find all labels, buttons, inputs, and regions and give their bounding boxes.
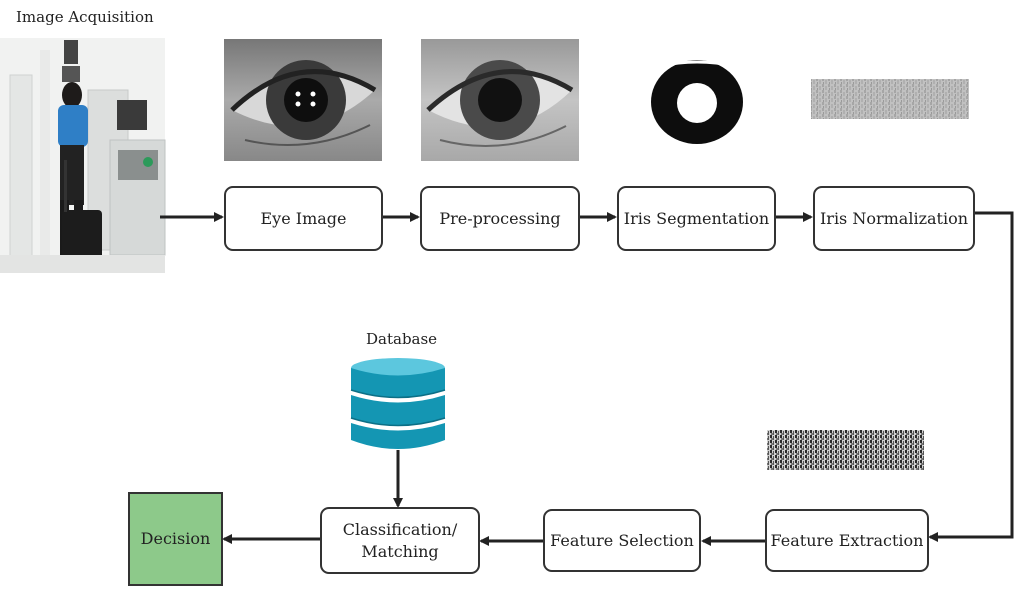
classification-matching-text: Classification/ Matching <box>343 519 457 563</box>
feature-selection-box-label: Feature Selection <box>550 530 694 550</box>
classification-matching-box: Classification/ Matching <box>320 507 480 574</box>
arrow-normalization-to-extraction <box>928 211 1014 542</box>
iris-segmentation-box: Iris Segmentation <box>617 186 776 251</box>
flow-arrows <box>160 211 1014 546</box>
classification-label-line2: Matching <box>361 541 439 561</box>
feature-texture-strip <box>767 430 924 470</box>
database-icon <box>350 358 446 449</box>
eye-image-photo <box>224 39 382 161</box>
decision-box-label: Decision <box>140 529 211 548</box>
eye-image-box-label: Eye Image <box>260 208 347 228</box>
preprocessed-eye-photo <box>421 39 579 161</box>
feature-extraction-box-label: Feature Extraction <box>770 530 924 550</box>
classification-label-line1: Classification/ <box>342 519 458 539</box>
image-acquisition-label: Image Acquisition <box>16 8 154 26</box>
segmented-iris-ring <box>651 60 743 144</box>
feature-selection-box: Feature Selection <box>543 509 701 572</box>
pre-processing-box: Pre-processing <box>420 186 580 251</box>
iris-normalization-box: Iris Normalization <box>813 186 975 251</box>
decision-box: Decision <box>128 492 223 586</box>
eye-image-box: Eye Image <box>224 186 383 251</box>
feature-extraction-box: Feature Extraction <box>765 509 929 572</box>
database-label: Database <box>366 330 438 348</box>
normalized-iris-strip <box>811 79 969 119</box>
pre-processing-box-label: Pre-processing <box>439 208 561 228</box>
person-at-gate-photo <box>0 38 166 273</box>
iris-segmentation-box-label: Iris Segmentation <box>623 208 770 228</box>
iris-normalization-box-label: Iris Normalization <box>819 208 969 228</box>
